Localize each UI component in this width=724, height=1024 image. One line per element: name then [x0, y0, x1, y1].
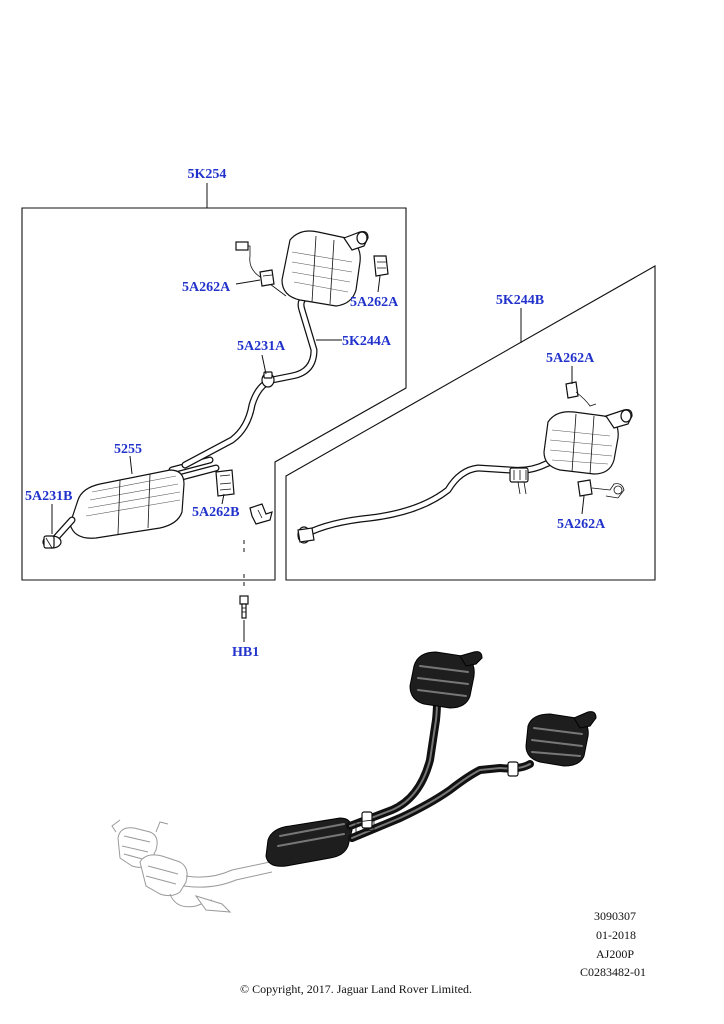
group-frame-5k254: [21, 207, 407, 581]
engine-code: AJ200P: [596, 947, 634, 961]
drawing-date: 01-2018: [596, 928, 636, 942]
callout-5a262a-upper-left[interactable]: 5A262A: [182, 280, 231, 295]
callout-5a262a-right-top[interactable]: 5A262A: [546, 351, 595, 366]
callout-5k244b[interactable]: 5K244B: [496, 293, 544, 308]
leader-5a262a-right: [377, 275, 381, 293]
copyright-notice: © Copyright, 2017. Jaguar Land Rover Lim…: [240, 982, 472, 996]
leader-5a262b: [221, 493, 225, 505]
hanger-5a262a-right-top: [565, 381, 597, 407]
clamp-5a231a: [261, 371, 275, 388]
illustration-id: C0283482-01: [580, 965, 646, 979]
group-frame-5k244b: [285, 265, 656, 581]
callout-5k254[interactable]: 5K254: [188, 167, 227, 182]
rear-muffler-right-group: [543, 409, 633, 475]
pipe-connector: [509, 467, 529, 495]
leader-5a262a-right-bottom: [581, 495, 585, 515]
right-exhaust-assembly: [297, 381, 633, 544]
callout-5k244a[interactable]: 5K244A: [342, 334, 392, 349]
leader-5a231a: [261, 354, 267, 375]
callout-5a231b[interactable]: 5A231B: [25, 489, 72, 504]
leader-5a262a-left: [235, 279, 261, 285]
drawing-number: 3090307: [594, 909, 636, 923]
exhaust-overview: [111, 651, 597, 913]
center-muffler-5255: [50, 469, 185, 544]
callout-hb1[interactable]: HB1: [232, 645, 259, 660]
overview-center-muffler: [265, 817, 353, 867]
leader-5255: [129, 455, 133, 475]
overview-front-catalysts: [111, 819, 273, 913]
sensor-wire-left: [235, 241, 287, 297]
bracket: [249, 503, 273, 525]
callout-5255[interactable]: 5255: [114, 442, 142, 457]
bolt-hb1: [239, 595, 249, 619]
hanger-5a262a-right: [373, 255, 389, 277]
hanger-5a262a-right-bottom: [577, 479, 625, 499]
callout-5a262b[interactable]: 5A262B: [192, 505, 239, 520]
callout-5a231a[interactable]: 5A231A: [237, 339, 286, 354]
hanger-5a262b: [215, 469, 235, 497]
left-exhaust-assembly: [42, 230, 389, 586]
rear-muffler-left-group: [281, 230, 369, 307]
callout-5a262a-right-bottom[interactable]: 5A262A: [557, 517, 606, 532]
clamp-5a231b: [42, 535, 62, 549]
callout-5a262a-upper-right[interactable]: 5A262A: [350, 295, 399, 310]
hanger-5a262a-left: [259, 269, 275, 287]
